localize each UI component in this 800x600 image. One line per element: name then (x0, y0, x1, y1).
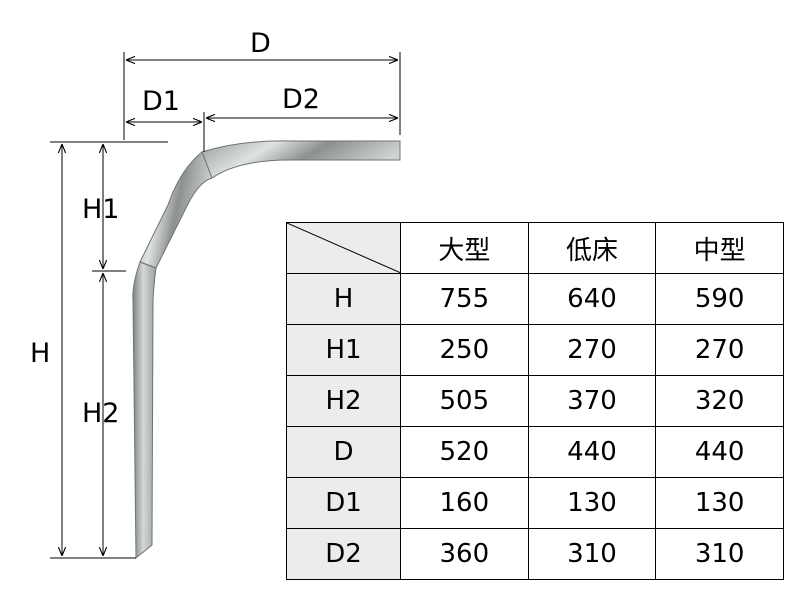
table-cell: 250 (400, 324, 529, 376)
dim-H1-H2 (92, 144, 126, 556)
table-cell: 360 (400, 528, 529, 580)
row-label: H1 (286, 324, 401, 376)
table-cell: 370 (527, 375, 657, 427)
column-header: 大型 (400, 222, 529, 274)
label-D2: D2 (282, 84, 320, 115)
row-label: D (286, 426, 401, 478)
corner-diagonal (287, 223, 401, 273)
column-header: 低床 (527, 222, 657, 274)
table-cell: 130 (527, 477, 657, 529)
table-corner-cell (286, 222, 401, 274)
table-cell: 270 (527, 324, 657, 376)
table-row: H 755 640 590 (286, 273, 784, 325)
spec-table: 大型 低床 中型 H 755 640 590 H1 250 270 270 H2… (286, 222, 784, 580)
steel-bracket (132, 140, 401, 560)
table-cell: 440 (527, 426, 657, 478)
dim-D1-D2 (126, 112, 398, 152)
table-row: H2 505 370 320 (286, 375, 784, 427)
table-cell: 590 (655, 273, 784, 325)
table-cell: 160 (400, 477, 529, 529)
row-label: D1 (286, 477, 401, 529)
dim-H (50, 141, 168, 559)
row-label: H (286, 273, 401, 325)
table-cell: 520 (400, 426, 529, 478)
label-D1: D1 (142, 86, 180, 117)
table-row: D1 160 130 130 (286, 477, 784, 529)
table-row: D2 360 310 310 (286, 528, 784, 580)
table-cell: 270 (655, 324, 784, 376)
label-D: D (250, 28, 271, 59)
table-cell: 440 (655, 426, 784, 478)
table-row: H1 250 270 270 (286, 324, 784, 376)
bracket-top-arm (201, 140, 401, 179)
table-cell: 310 (527, 528, 657, 580)
table-row: D 520 440 440 (286, 426, 784, 478)
row-label: H2 (286, 375, 401, 427)
table-cell: 505 (400, 375, 529, 427)
row-label: D2 (286, 528, 401, 580)
table-cell: 320 (655, 375, 784, 427)
dim-D (123, 52, 401, 140)
table-cell: 755 (400, 273, 529, 325)
label-H2: H2 (82, 398, 120, 429)
table-header-row: 大型 低床 中型 (286, 222, 784, 274)
table-cell: 640 (527, 273, 657, 325)
bracket-vertical-leg (132, 261, 157, 560)
label-H1: H1 (82, 194, 120, 225)
label-H: H (30, 338, 51, 369)
column-header: 中型 (655, 222, 784, 274)
bracket-diagonal (139, 151, 213, 269)
table-cell: 130 (655, 477, 784, 529)
table-cell: 310 (655, 528, 784, 580)
